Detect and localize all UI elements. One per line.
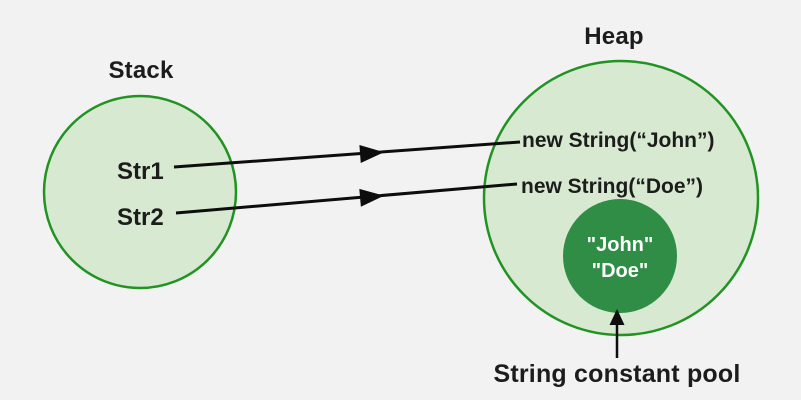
stack-var-str2: Str2 bbox=[117, 204, 164, 231]
arrowhead-str2-to-doe bbox=[359, 188, 384, 207]
stack-circle bbox=[42, 94, 238, 290]
heap-title: Heap bbox=[584, 23, 644, 50]
stack-var-str1: Str1 bbox=[117, 158, 164, 185]
pool-value-doe: "Doe" bbox=[592, 260, 649, 282]
arrowhead-str1-to-john bbox=[359, 145, 384, 163]
string-constant-pool-circle bbox=[563, 199, 677, 313]
heap-circle bbox=[482, 59, 760, 337]
heap-object-john: new String(“John”) bbox=[522, 129, 715, 152]
heap-object-doe: new String(“Doe”) bbox=[521, 175, 703, 198]
arrow-line-str2-to-doe bbox=[175, 182, 518, 215]
arrow-line-str1-to-john bbox=[173, 140, 521, 169]
arrowhead-pool-label bbox=[609, 309, 625, 325]
stack-title: Stack bbox=[108, 57, 173, 84]
pool-label: String constant pool bbox=[493, 360, 740, 388]
pool-value-john: "John" bbox=[587, 234, 654, 256]
